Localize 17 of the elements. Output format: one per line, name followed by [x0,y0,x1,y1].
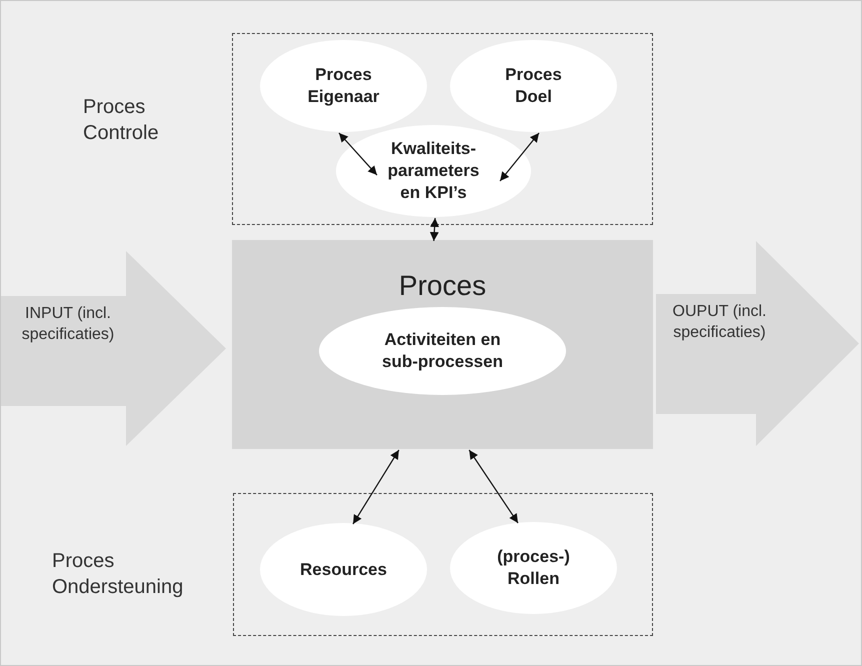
group-label: Proces Controle [83,95,160,146]
double-arrow [338,132,378,176]
double-arrow [468,450,518,524]
arrow-label: OUPUT (incl. specificaties) [672,302,768,343]
ellipse-node: (proces-) Rollen [450,522,617,614]
arrow-label: INPUT (incl. specificaties) [20,304,116,345]
group-label: Proces Ondersteuning [52,549,184,600]
ellipse-node: Resources [260,523,427,616]
double-arrow [430,218,440,242]
ellipse-node: Kwaliteits- parameters en KPI’s [336,125,531,217]
process-title: Proces [398,270,488,302]
ellipse-node: Proces Eigenaar [260,40,427,132]
double-arrow [500,132,540,182]
double-arrow [352,450,400,524]
ellipse-node: Proces Doel [450,40,617,132]
ellipse-node: Activiteiten en sub-processen [319,307,566,395]
process-box [232,240,653,449]
